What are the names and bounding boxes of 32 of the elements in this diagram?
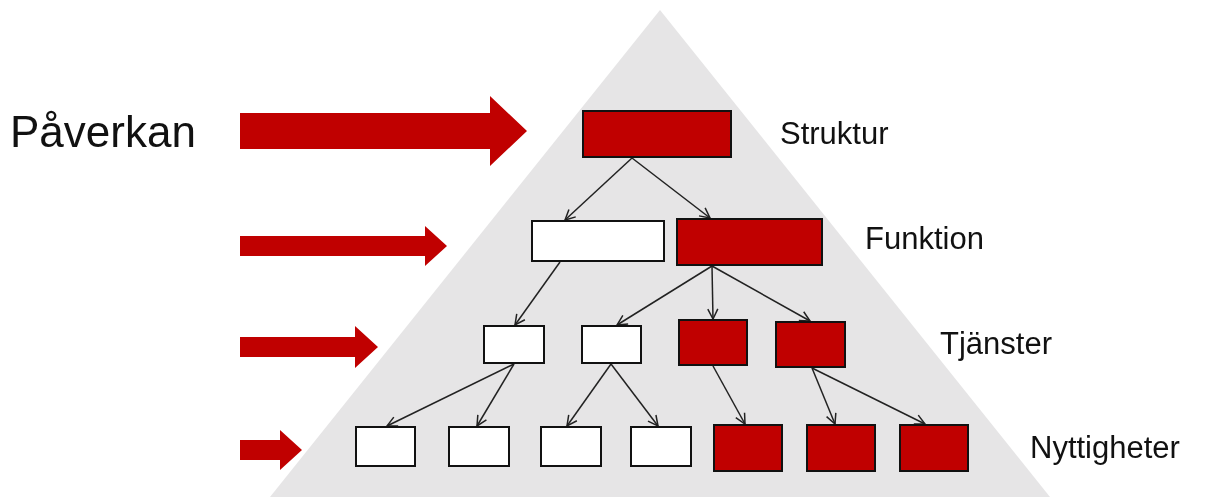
arrow: [631, 157, 711, 219]
level-label: Nyttigheter: [1030, 432, 1180, 463]
arrow: [811, 367, 837, 425]
arrow: [707, 265, 719, 320]
empty-box: [630, 426, 692, 467]
arrow: [712, 365, 746, 425]
empty-box: [531, 220, 665, 262]
arrow: [386, 363, 515, 427]
arrow: [610, 363, 659, 427]
arrow: [616, 265, 713, 326]
empty-box: [355, 426, 416, 467]
highlighted-box: [713, 424, 783, 472]
empty-box: [540, 426, 602, 467]
empty-box: [483, 325, 545, 364]
level-label: Tjänster: [940, 328, 1052, 359]
arrow: [564, 157, 633, 221]
highlighted-box: [899, 424, 969, 472]
empty-box: [581, 325, 642, 364]
empty-box: [448, 426, 510, 467]
highlighted-box: [775, 321, 846, 368]
heading-label: Påverkan: [10, 110, 196, 154]
highlighted-box: [676, 218, 823, 266]
arrow: [811, 367, 926, 425]
highlighted-box: [678, 319, 748, 366]
arrow: [476, 363, 515, 427]
highlighted-box: [582, 110, 732, 158]
level-label: Funktion: [865, 223, 984, 254]
arrow: [566, 363, 612, 427]
arrow: [514, 261, 561, 326]
level-label: Struktur: [780, 118, 889, 149]
arrow: [711, 265, 811, 322]
highlighted-box: [806, 424, 876, 472]
